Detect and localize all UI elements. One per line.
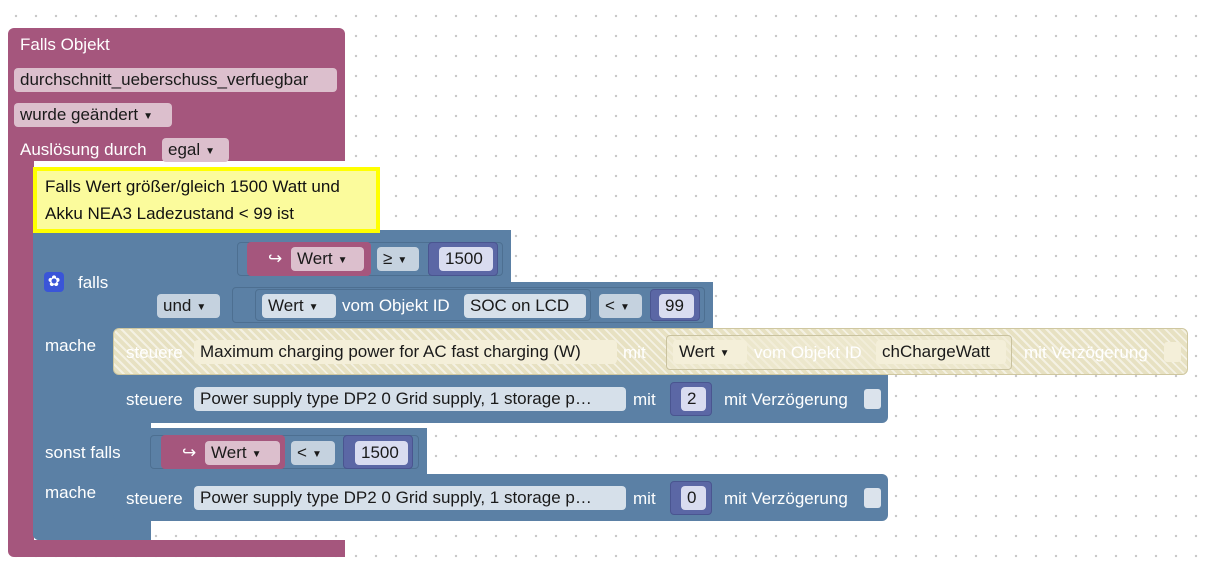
wert-dropdown-2[interactable]: Wert ▼ xyxy=(262,294,336,318)
operator-dropdown-2[interactable]: <▼ xyxy=(599,294,642,318)
steuere-label: steuere xyxy=(126,390,183,409)
object-field-chchargewatt[interactable]: chChargeWatt xyxy=(876,340,1006,364)
comment-line-1: Falls Wert größer/gleich 1500 Watt und xyxy=(45,177,340,196)
number-text: 0 xyxy=(687,488,697,507)
operator-dropdown-1[interactable]: ≥▼ xyxy=(377,247,419,271)
wert-dropdown-4[interactable]: Wert ▼ xyxy=(205,441,280,465)
state-target-field[interactable]: Power supply type DP2 0 Grid supply, 1 s… xyxy=(194,486,626,510)
return-arrow-icon: ↪ xyxy=(182,443,197,462)
dropdown-arrow-icon: ▼ xyxy=(337,255,348,266)
state-target-text: Maximum charging power for AC fast charg… xyxy=(200,342,581,361)
dropdown-arrow-icon: ▼ xyxy=(719,348,730,359)
return-arrow-icon: ↪ xyxy=(268,249,283,268)
mit-label: mit xyxy=(623,343,646,362)
wert-dropdown-3[interactable]: Wert ▼ xyxy=(673,340,747,364)
trigger-dropdown[interactable]: egal ▼ xyxy=(162,138,229,162)
number-text: 1500 xyxy=(361,443,399,462)
mit-label: mit xyxy=(633,390,656,409)
wert-dropdown-1[interactable]: Wert ▼ xyxy=(291,247,364,271)
dropdown-arrow-icon: ▼ xyxy=(205,146,216,157)
event-block-spine xyxy=(8,160,34,546)
delay-label: mit Verzögerung xyxy=(724,390,848,409)
number-text: 2 xyxy=(687,389,697,408)
wert-text: Wert xyxy=(268,296,304,315)
steuere-label: steuere xyxy=(126,343,183,362)
dropdown-arrow-icon: ▼ xyxy=(311,449,322,460)
event-title: Falls Objekt xyxy=(20,35,110,54)
else-if-label: sonst falls xyxy=(45,443,121,462)
wert-text: Wert xyxy=(211,443,247,462)
delay-label: mit Verzögerung xyxy=(724,489,848,508)
wert-text: Wert xyxy=(297,249,333,268)
delay-checkbox[interactable] xyxy=(864,389,881,409)
mache-label: mache xyxy=(45,336,97,355)
operator-dropdown-3[interactable]: <▼ xyxy=(291,441,335,465)
object-text: chChargeWatt xyxy=(882,342,991,361)
wert-text: Wert xyxy=(679,342,715,361)
delay-label: mit Verzögerung xyxy=(1024,343,1148,362)
operator-text: ≥ xyxy=(383,249,393,268)
number-field-5[interactable]: 0 xyxy=(681,486,706,510)
operator-text: < xyxy=(605,296,615,315)
number-text: 99 xyxy=(665,296,684,315)
und-text: und xyxy=(163,296,192,315)
event-block-bottom xyxy=(8,540,345,557)
number-field-4[interactable]: 1500 xyxy=(355,441,408,465)
logic-op-dropdown[interactable]: und ▼ xyxy=(157,294,220,318)
steuere-label: steuere xyxy=(126,489,183,508)
number-field-3[interactable]: 2 xyxy=(681,387,706,411)
dropdown-arrow-icon: ▼ xyxy=(251,449,262,460)
dropdown-arrow-icon: ▼ xyxy=(397,255,408,266)
object-text: SOC on LCD xyxy=(470,296,570,315)
number-field-2[interactable]: 99 xyxy=(659,294,694,318)
trigger-label: Auslösung durch xyxy=(20,140,147,159)
object-field-soc[interactable]: SOC on LCD xyxy=(464,294,586,318)
trigger-value-text: egal xyxy=(168,140,201,159)
object-id-field[interactable]: durchschnitt_ueberschuss_verfuegbar xyxy=(14,68,337,92)
mache-label-2: mache xyxy=(45,483,97,502)
comment-bubble[interactable]: Falls Wert größer/gleich 1500 Watt und A… xyxy=(33,167,380,233)
dropdown-arrow-icon: ▼ xyxy=(143,111,154,122)
operator-text: < xyxy=(297,443,307,462)
state-target-text: Power supply type DP2 0 Grid supply, 1 s… xyxy=(200,488,592,507)
state-target-field[interactable]: Power supply type DP2 0 Grid supply, 1 s… xyxy=(194,387,626,411)
mit-label: mit xyxy=(633,489,656,508)
delay-checkbox[interactable] xyxy=(864,488,881,508)
change-type-dropdown[interactable]: wurde geändert ▼ xyxy=(14,103,172,127)
if-block-foot xyxy=(33,520,150,540)
dropdown-arrow-icon: ▼ xyxy=(308,302,319,313)
number-field-1[interactable]: 1500 xyxy=(439,247,493,271)
gear-icon[interactable]: ✿ xyxy=(44,272,64,292)
of-object-label: vom Objekt ID xyxy=(342,296,450,315)
of-object-label: vom Objekt ID xyxy=(754,343,862,362)
change-type-text: wurde geändert xyxy=(20,105,139,124)
state-target-field[interactable]: Maximum charging power for AC fast charg… xyxy=(194,340,617,364)
number-text: 1500 xyxy=(445,249,483,268)
delay-checkbox[interactable] xyxy=(1164,342,1181,362)
dropdown-arrow-icon: ▼ xyxy=(196,302,207,313)
dropdown-arrow-icon: ▼ xyxy=(619,302,630,313)
state-target-text: Power supply type DP2 0 Grid supply, 1 s… xyxy=(200,389,592,408)
falls-label: falls xyxy=(78,273,109,292)
object-id-text: durchschnitt_ueberschuss_verfuegbar xyxy=(20,70,309,89)
comment-line-2: Akku NEA3 Ladezustand < 99 ist xyxy=(45,204,295,223)
